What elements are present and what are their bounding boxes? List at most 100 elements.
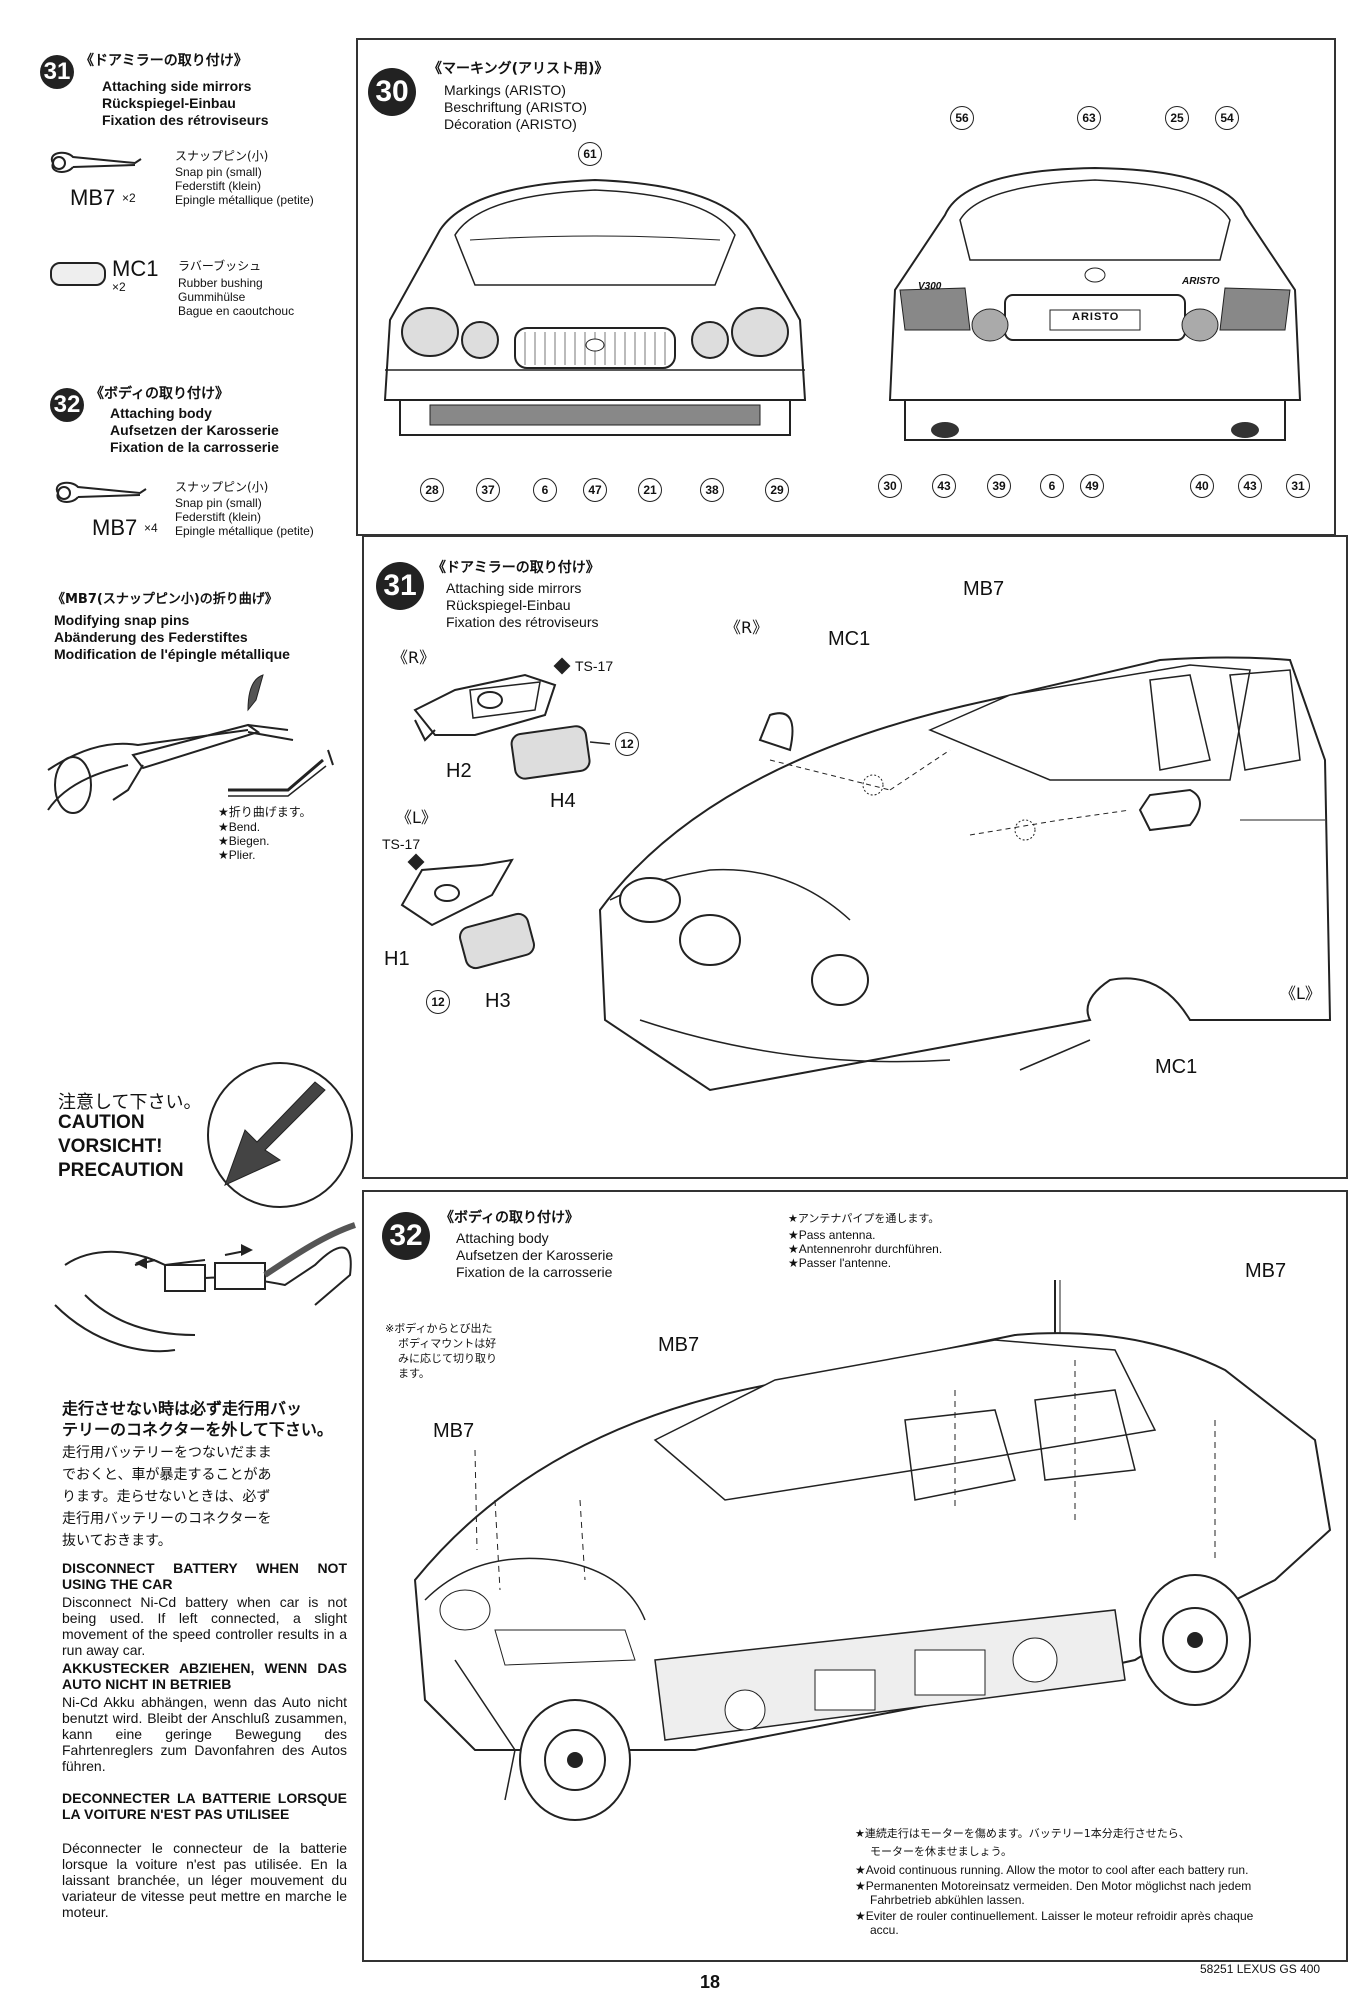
callout-61: 61: [578, 142, 602, 166]
car-three-quarter-drawing: [598, 656, 1332, 1092]
battery-jp-body4: 走行用バッテリーのコネクターを: [62, 1511, 272, 1527]
p31-jp-title: 《ドアミラーの取り付け》: [432, 560, 600, 576]
caution-de: VORSICHT!: [58, 1136, 163, 1157]
s31-mc1-code: MC1: [112, 256, 159, 281]
mirror-left-parts: [400, 858, 535, 970]
p31-mc1-label-bottom: MC1: [1155, 1056, 1198, 1078]
battery-de-body: Ni-Cd Akku abhängen, wenn das Auto nicht…: [62, 1694, 347, 1774]
battery-de-head: AKKUSTECKER ABZIEHEN, WENN DAS AUTO NICH…: [62, 1660, 347, 1692]
p32-note-3: みに応じて切り取り: [398, 1352, 497, 1365]
s31-mb7-de: Federstift (klein): [175, 179, 262, 193]
p32-en-title: Attaching body: [456, 1230, 549, 1246]
caution-fr: PRECAUTION: [58, 1160, 184, 1181]
battery-jp-body1: 走行用バッテリーをつないだまま: [62, 1445, 272, 1461]
snap-pin-icon: [50, 151, 142, 173]
p30-jp-title: 《マーキング(アリスト用)》: [428, 61, 609, 77]
p32-warn-fr1: ★Eviter de rouler continuellement. Laiss…: [855, 1909, 1254, 1923]
p32-antenna-en: ★Pass antenna.: [788, 1228, 876, 1242]
p32-warn-en: ★Avoid continuous running. Allow the mot…: [855, 1863, 1249, 1877]
p32-warn-fr2: accu.: [870, 1923, 899, 1937]
callout-21: 21: [638, 478, 662, 502]
p31-paint-r: TS-17: [575, 658, 614, 674]
page-number: 18: [700, 1972, 721, 1992]
s31-mb7-code: MB7: [70, 185, 116, 210]
p32-warn-de2: Fahrbetrieb abkühlen lassen.: [870, 1893, 1025, 1907]
modify-bend-de: ★Biegen.: [218, 834, 270, 848]
p30-de-title: Beschriftung (ARISTO): [444, 99, 587, 115]
callout-28: 28: [420, 478, 444, 502]
snap-pin-icon: [55, 481, 147, 503]
callout-43a: 43: [932, 474, 956, 498]
callout-29: 29: [765, 478, 789, 502]
s31-mc1-qty: ×2: [112, 280, 126, 294]
p32-note-1: ※ボディからとび出た: [385, 1322, 493, 1335]
pliers-bend-illustration: [47, 674, 334, 814]
p31-mb7-label: MB7: [963, 578, 1005, 600]
callout-6: 6: [533, 478, 557, 502]
s32-mb7-jp: スナップピン(小): [175, 480, 269, 494]
rear-badge-text: ARISTO: [1182, 276, 1220, 287]
callout-47: 47: [583, 478, 607, 502]
battery-fr-body: Déconnecter le connecteur de la batterie…: [62, 1840, 347, 1920]
step-32-badge: 32: [50, 388, 84, 422]
s31-mc1-fr: Bague en caoutchouc: [178, 304, 295, 318]
label-h3: H3: [485, 990, 511, 1012]
s31-mb7-en: Snap pin (small): [175, 165, 262, 179]
p31-de-title: Rückspiegel-Einbau: [446, 597, 571, 613]
callout-6b: 6: [1040, 474, 1064, 498]
p32-note-4: ます。: [398, 1367, 430, 1380]
s31-mc1-en: Rubber bushing: [178, 276, 263, 290]
p32-warn-de1: ★Permanenten Motoreinsatz vermeiden. Den…: [855, 1879, 1252, 1893]
s31-mb7-fr: Epingle métallique (petite): [175, 193, 314, 207]
p32-warn-jp1: ★連続走行はモーターを傷めます。バッテリー1本分走行させたら、: [855, 1827, 1190, 1840]
callout-63: 63: [1077, 106, 1101, 130]
modify-en-title: Modifying snap pins: [54, 612, 190, 628]
callout-49: 49: [1080, 474, 1104, 498]
p30-en-title: Markings (ARISTO): [444, 82, 566, 98]
s32-mb7-fr: Epingle métallique (petite): [175, 524, 314, 538]
s32-jp-title: 《ボディの取り付け》: [90, 386, 230, 402]
p32-warn-jp2: モーターを休ませましょう。: [870, 1845, 1013, 1858]
s31-de-title: Rückspiegel-Einbau: [102, 95, 236, 111]
modify-de-title: Abänderung des Federstiftes: [54, 629, 248, 645]
callout-43b: 43: [1238, 474, 1262, 498]
p32-jp-title: 《ボディの取り付け》: [440, 1210, 580, 1226]
caution-jp: 注意して下さい。: [58, 1092, 202, 1113]
rubber-bushing-icon: [50, 262, 106, 286]
s31-mc1-de: Gummihülse: [178, 290, 246, 304]
p32-de-title: Aufsetzen der Karosserie: [456, 1247, 614, 1263]
battery-connector-illustration: [54, 1222, 356, 1353]
p32-fr-title: Fixation de la carrosserie: [456, 1264, 613, 1280]
modify-bend-en: ★Bend.: [218, 820, 261, 834]
callout-54: 54: [1215, 106, 1239, 130]
step-31-big-badge: 31: [376, 562, 424, 610]
p31-en-title: Attaching side mirrors: [446, 580, 582, 596]
battery-jp-body3: ります。走らせないときは、必ず: [62, 1489, 271, 1505]
label-h1: H1: [384, 948, 410, 970]
caution-arrow-icon: [207, 1062, 353, 1208]
p32-antenna-fr: ★Passer l'antenne.: [788, 1256, 892, 1270]
trunk-badge-text: V300: [918, 281, 942, 292]
front-car-drawing: [383, 178, 807, 436]
p31-r-label: 《R》: [392, 648, 436, 667]
callout-37: 37: [476, 478, 500, 502]
callout-30: 30: [878, 474, 902, 498]
p32-antenna-jp: ★アンテナパイプを通します。: [788, 1212, 940, 1225]
p31-mc1-label-top: MC1: [828, 628, 871, 650]
step-31-badge: 31: [40, 55, 74, 89]
callout-38: 38: [700, 478, 724, 502]
callout-39: 39: [987, 474, 1011, 498]
s32-mb7-code: MB7: [92, 515, 138, 540]
battery-jp-body2: でおくと、車が暴走することがあ: [62, 1467, 272, 1483]
s31-mb7-jp: スナップピン(小): [175, 149, 269, 163]
s32-fr-title: Fixation de la carrosserie: [110, 439, 279, 455]
battery-fr-head: DECONNECTER LA BATTERIE LORSQUE LA VOITU…: [62, 1790, 347, 1822]
modify-jp-title: 《MB7(スナップピン小)の折り曲げ》: [52, 592, 278, 607]
footer-model: 58251 LEXUS GS 400: [1200, 1962, 1321, 1976]
p31-l-label-car: 《L》: [1280, 984, 1321, 1003]
callout-12-l: 12: [426, 990, 450, 1014]
caution-en: CAUTION: [58, 1112, 145, 1133]
callout-40: 40: [1190, 474, 1214, 498]
label-h4: H4: [550, 790, 576, 812]
battery-jp-head1: 走行させない時は必ず走行用バッ: [62, 1399, 303, 1418]
